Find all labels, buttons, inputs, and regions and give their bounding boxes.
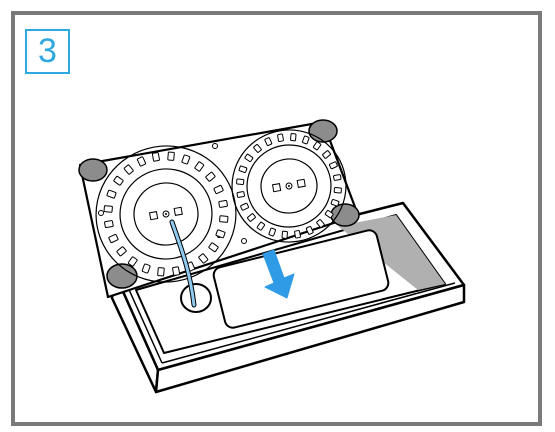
led-pad [290, 133, 296, 140]
led-pad [158, 268, 165, 276]
led-pad [168, 152, 175, 160]
led-pad [220, 216, 228, 223]
led-pad [172, 267, 179, 276]
cable-hole [181, 284, 211, 312]
led-pad [294, 230, 300, 238]
rubber-foot [79, 159, 107, 181]
led-pad [277, 134, 283, 142]
led-pad [152, 152, 159, 161]
led-pad [104, 220, 113, 227]
rubber-foot [331, 204, 359, 226]
led-pad [237, 191, 245, 197]
led-pad [334, 187, 341, 193]
led-pad [219, 200, 228, 207]
led-pad [282, 231, 288, 238]
led-pad [333, 174, 341, 180]
led-pad [104, 206, 112, 213]
rubber-foot [309, 120, 337, 142]
led-pad [236, 179, 243, 185]
